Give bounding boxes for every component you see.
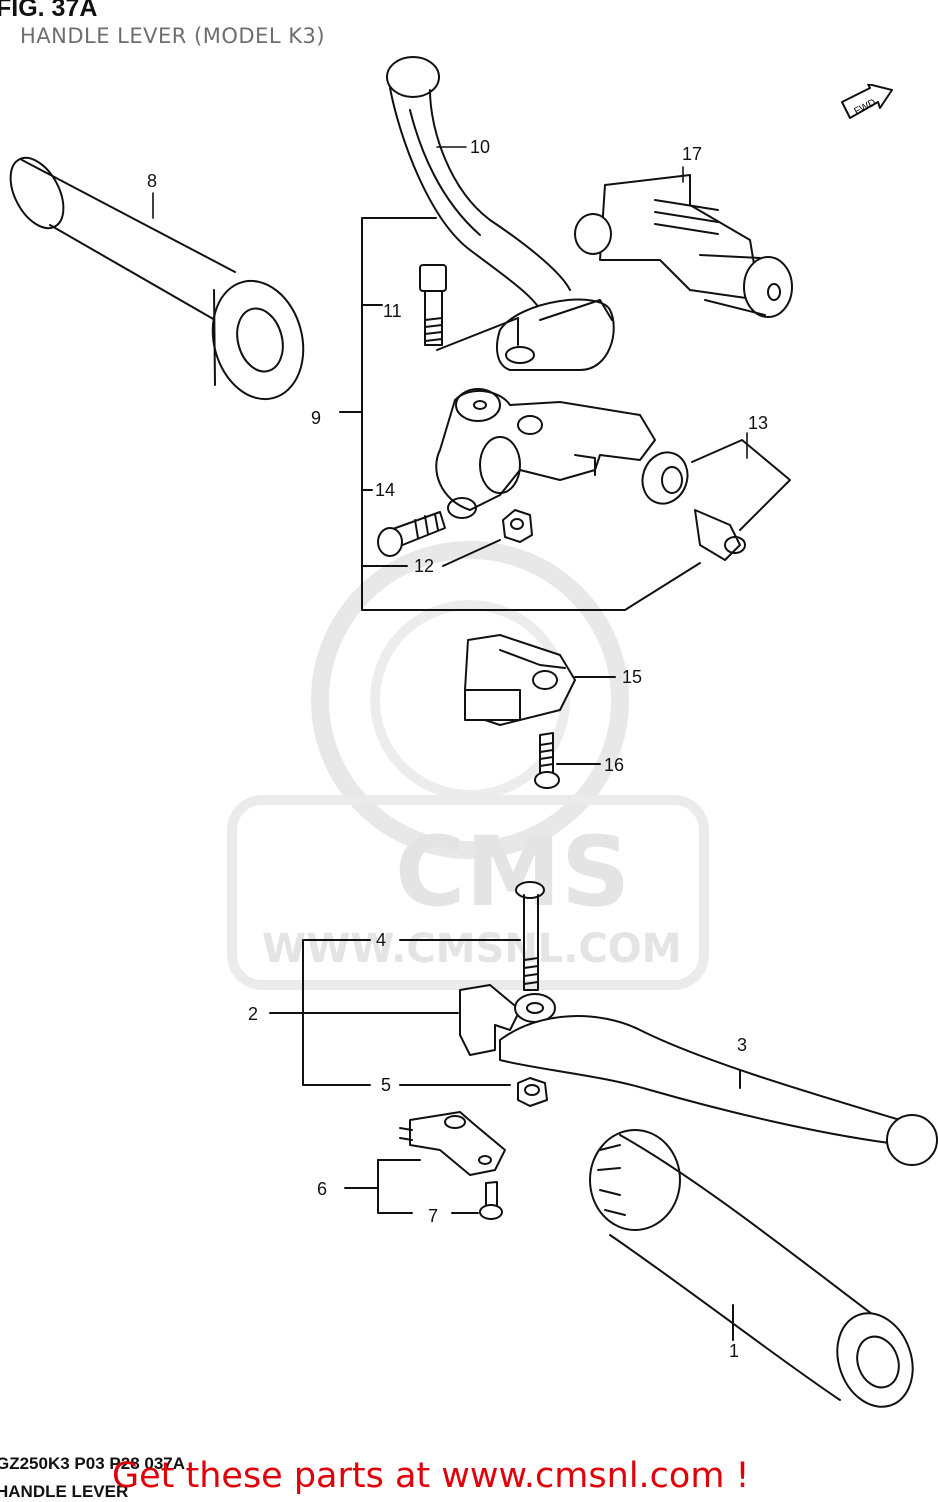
adjuster-part-13[interactable] (635, 439, 791, 561)
leader-lines (152, 146, 748, 459)
callout-15: 15 (622, 667, 642, 687)
callout-labels: 10 8 17 11 9 13 14 12 15 16 4 2 3 5 6 7 … (147, 137, 768, 1361)
pivot-bolt-part-4[interactable] (515, 881, 545, 991)
callout-12: 12 (414, 556, 434, 576)
nut-part-5[interactable] (517, 1077, 548, 1107)
bracket-9 (339, 217, 701, 611)
watermark: CMS WWW.CMSNL.COM (227, 541, 709, 990)
clutch-lever-part-10[interactable] (386, 56, 615, 371)
brake-lever-part-3[interactable] (499, 1015, 938, 1166)
nut-part-12[interactable] (442, 509, 533, 567)
callout-4: 4 (376, 930, 386, 950)
figure-subtitle: HANDLE LEVER (MODEL K3) (20, 24, 326, 48)
watermark-url: WWW.CMSNL.COM (262, 926, 682, 972)
callout-8: 8 (147, 171, 157, 191)
left-grip-part-8[interactable] (0, 149, 316, 409)
throttle-grip-part-1[interactable] (589, 1129, 925, 1417)
callout-6: 6 (317, 1179, 327, 1199)
callout-14: 14 (375, 480, 395, 500)
figure-number: FIG. 37A (0, 0, 98, 22)
diagram-code: GZ250K3 P03 P28 037A (0, 1454, 186, 1473)
pivot-bolt-part-11[interactable] (419, 264, 519, 351)
diagram-name: HANDLE LEVER (0, 1482, 129, 1501)
callout-3: 3 (737, 1035, 747, 1055)
bracket-2 (269, 939, 521, 1086)
clamp-bolt-part-14[interactable] (377, 511, 446, 557)
callout-9: 9 (311, 408, 321, 428)
callout-10: 10 (470, 137, 490, 157)
lever-bracket-part-2[interactable] (459, 984, 556, 1056)
callout-17: 17 (682, 144, 702, 164)
callout-1: 1 (729, 1341, 739, 1361)
screw-part-7[interactable] (479, 1181, 503, 1220)
callout-11: 11 (383, 301, 402, 321)
callout-5: 5 (381, 1075, 391, 1095)
switch-part-15[interactable] (464, 634, 616, 726)
shop-link[interactable]: Get these parts at www.cmsnl.com ! (112, 1456, 750, 1496)
callout-16: 16 (604, 755, 624, 775)
screw-part-16[interactable] (534, 732, 601, 789)
callout-2: 2 (248, 1004, 258, 1024)
watermark-brand: CMS (395, 816, 630, 928)
lever-holder-part-9[interactable] (435, 388, 656, 519)
brake-switch-part-6[interactable] (399, 1111, 506, 1176)
callout-13: 13 (748, 413, 768, 433)
clutch-switch-part-17[interactable] (574, 174, 793, 318)
bracket-6 (344, 1159, 479, 1214)
callout-7: 7 (428, 1206, 438, 1226)
forward-arrow-icon: FWD (841, 84, 893, 119)
